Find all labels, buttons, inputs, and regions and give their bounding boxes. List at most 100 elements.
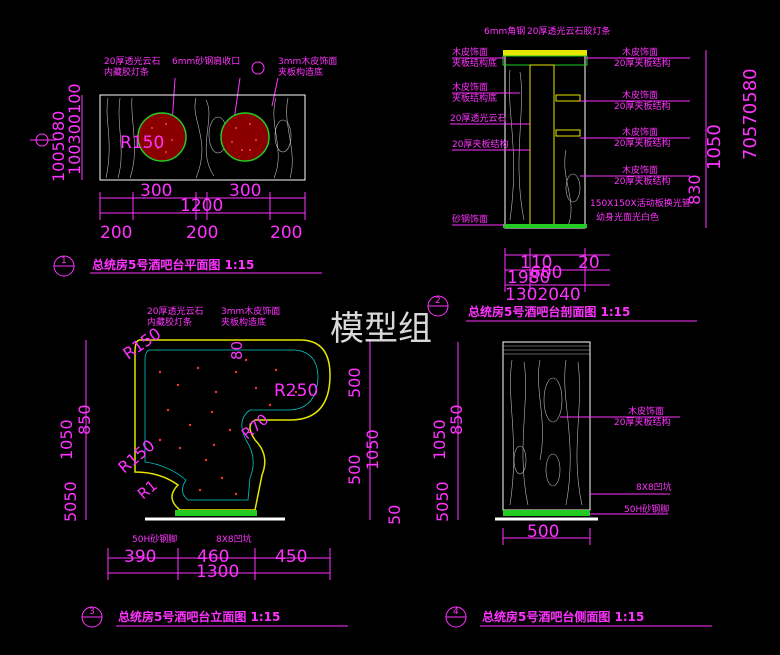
elev-title-badge: 3: [81, 606, 103, 628]
side-base: [503, 510, 590, 516]
side-panel: [502, 341, 591, 511]
side-bottom-dim-lines: [502, 528, 591, 545]
elev-dim-1050: 1050: [57, 419, 76, 460]
section-dim-20: 20: [578, 253, 600, 273]
plan-left-dims-b: 1005080: [49, 111, 68, 182]
side-dim-500: 500: [527, 522, 559, 542]
svg-text:4: 4: [453, 607, 459, 617]
section-stone-layer: [502, 55, 588, 66]
plan-left-dims: 100300100: [65, 83, 84, 175]
section-right-leaders: [580, 57, 690, 177]
svg-text:夹板结构底: 夹板结构底: [452, 57, 497, 69]
svg-text:20厚透光云石: 20厚透光云石: [450, 112, 506, 124]
plan-dim-200-b: 200: [186, 223, 218, 243]
svg-text:木皮饰面: 木皮饰面: [452, 46, 488, 58]
elev-counter-shape: [134, 339, 331, 511]
elev-dim-50: 50: [385, 505, 404, 525]
plan-note-steel: 6mm砂钢肩收口: [172, 55, 240, 67]
section-dim-1050: 1050: [704, 124, 725, 170]
svg-text:1: 1: [61, 256, 67, 266]
elev-inner-outline: [144, 349, 319, 501]
elev-dim-850: 850: [75, 404, 94, 435]
section-right-notes: 木皮饰面 20厚夹板结构 木皮饰面 20厚夹板结构 木皮饰面 20厚夹板结构 木…: [590, 46, 691, 223]
elev-dim-500-b: 500: [345, 454, 364, 485]
elev-speckle: [158, 358, 298, 496]
svg-text:夹板结构底: 夹板结构底: [452, 92, 497, 104]
svg-text:幼身光面光白色: 幼身光面光白色: [596, 211, 659, 223]
plan-radius-label: R150: [120, 133, 164, 153]
plan-note-veneer: 3mm木皮饰面: [278, 55, 337, 67]
elev-note-a: 20厚透光云石: [147, 305, 203, 317]
svg-text:150X150X活动板换光管: 150X150X活动板换光管: [590, 197, 691, 209]
elev-dim-1300: 1300: [196, 562, 239, 582]
plan-note-veneer-2: 夹板构造底: [278, 66, 323, 78]
side-note-groove: 8X8凹坑: [636, 481, 672, 493]
plan-left-section-marker: [30, 133, 56, 147]
elev-dim-500-a: 500: [345, 367, 364, 398]
plan-counter-outline: [99, 94, 306, 181]
section-shelves: [555, 94, 581, 137]
svg-text:砂钢饰面: 砂钢饰面: [452, 213, 488, 225]
section-bottom-dim-lines: [504, 248, 610, 292]
svg-text:木皮饰面: 木皮饰面: [622, 126, 658, 138]
elev-dim-460: 460: [197, 547, 229, 567]
section-left-leaders: [450, 57, 530, 226]
section-dim-110: 110: [520, 253, 552, 273]
elev-note-a2: 内藏胶灯条: [147, 316, 192, 328]
svg-text:木皮饰面: 木皮饰面: [622, 164, 658, 176]
section-dims-right: 70570580: [740, 68, 761, 160]
section-left-notes: 木皮饰面 夹板结构底 木皮饰面 夹板结构底 20厚透光云石 20厚夹板结构 砂钢…: [450, 46, 508, 225]
elevation-view: 20厚透光云石 内藏胶灯条 3mm木皮饰面 夹板构造底 R150 R250 R7…: [57, 305, 404, 628]
svg-text:20厚夹板结构: 20厚夹板结构: [452, 138, 508, 150]
plan-dim-200-c: 200: [270, 223, 302, 243]
section-title: 总统房5号酒吧台剖面图 1:15: [468, 304, 630, 319]
side-title-badge: 4: [445, 606, 467, 628]
section-title-badge: 2: [427, 295, 449, 317]
section-base: [503, 224, 587, 228]
elev-r250: R250: [274, 381, 318, 401]
elev-note-base: 50H砂钢脚: [132, 533, 177, 545]
svg-text:木皮饰面: 木皮饰面: [452, 81, 488, 93]
plan-leader-3: [271, 77, 279, 107]
section-dim-830: 830: [685, 174, 704, 205]
svg-text:20厚夹板结构: 20厚夹板结构: [614, 137, 670, 149]
section-note-top-b: 20厚透光云石胶灯条: [527, 25, 610, 37]
plan-section-marker: [251, 61, 265, 75]
elev-note-b2: 夹板构造底: [221, 316, 266, 328]
section-note-top-a: 6mm角钢: [484, 25, 525, 37]
elev-note-groove: 8X8凹坑: [216, 533, 252, 545]
elev-dim-450: 450: [275, 547, 307, 567]
plan-dim-200-a: 200: [100, 223, 132, 243]
svg-text:木皮饰面: 木皮饰面: [622, 89, 658, 101]
svg-text:20厚夹板结构: 20厚夹板结构: [614, 57, 670, 69]
svg-text:3: 3: [89, 607, 95, 617]
svg-text:木皮饰面: 木皮饰面: [622, 46, 658, 58]
side-view: 木皮饰面 20厚夹板结构 8X8凹坑 50H砂钢脚 1050 850 5050 …: [430, 341, 712, 628]
section-cabinet: [504, 51, 586, 229]
svg-text:20厚夹板结构: 20厚夹板结构: [614, 100, 670, 112]
section-dim-1980: 1980: [507, 268, 550, 288]
side-note-a2: 20厚夹板结构: [614, 416, 670, 428]
elev-note-b: 3mm木皮饰面: [221, 305, 280, 317]
plan-cutout-speckle: [147, 123, 257, 153]
section-dim-1302040: 1302040: [505, 285, 581, 305]
elev-dim-390: 390: [124, 547, 156, 567]
side-leaders-base: [590, 493, 670, 515]
plan-dim-1200: 1200: [180, 196, 223, 216]
side-wood-grain: [503, 345, 590, 506]
plan-view: 20厚透光云石 内藏胶灯条 6mm砂钢肩收口 3mm木皮饰面 夹板构造底: [30, 55, 337, 277]
section-top-slab: [503, 50, 587, 56]
elev-r-small: R1: [134, 476, 161, 503]
section-wood-grain: [508, 69, 581, 227]
section-core-column: [529, 64, 555, 226]
plan-note-stone: 20厚透光云石: [104, 55, 160, 67]
side-dim-1050: 1050: [430, 419, 449, 460]
elev-r80: 80: [228, 341, 246, 360]
side-title: 总统房5号酒吧台侧面图 1:15: [482, 609, 644, 624]
section-view: 6mm角钢 20厚透光云石胶灯条 木皮饰面 夹板结构底 木皮饰面 夹板结构底 2…: [427, 25, 761, 322]
plan-dim-ticks: [99, 192, 306, 220]
watermark: 模型组: [330, 309, 432, 349]
svg-text:2: 2: [435, 296, 441, 306]
plan-wood-grain: [105, 97, 293, 179]
